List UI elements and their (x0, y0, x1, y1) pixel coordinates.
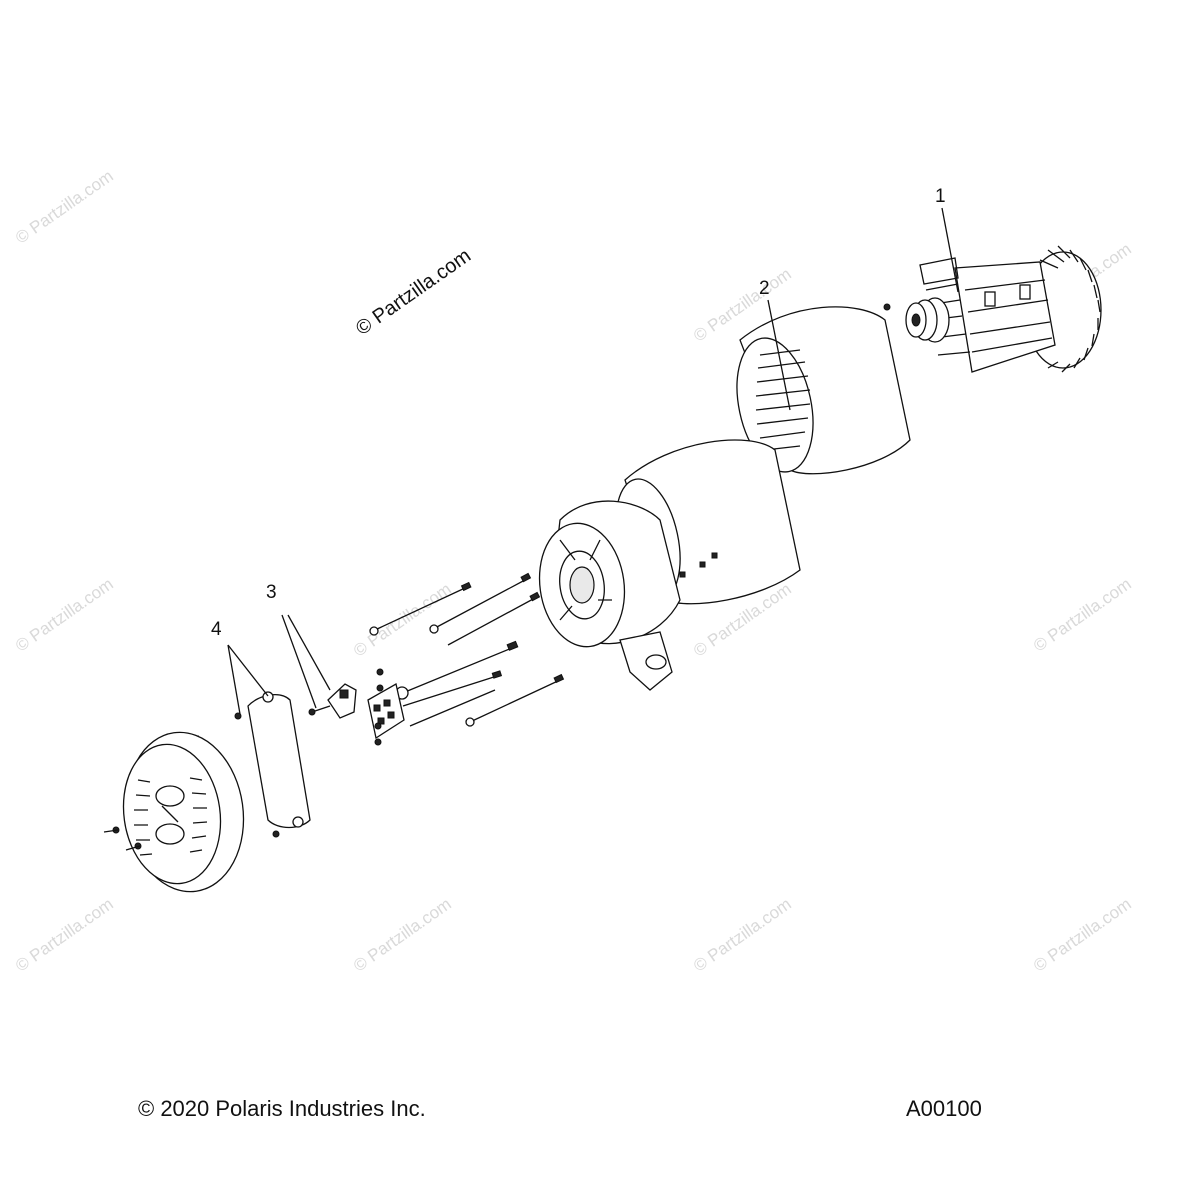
brush-holder-assembly (281, 614, 405, 746)
callout-3: 3 (266, 582, 277, 603)
brush-cover (247, 693, 311, 829)
end-bracket (538, 500, 681, 691)
callout-leader-1 (941, 207, 959, 293)
rotor-assembly (883, 207, 1102, 373)
callout-leader-3b (281, 614, 317, 709)
callout-1: 1 (935, 186, 946, 207)
callout-leader-2 (767, 299, 791, 411)
end-cover-assembly (103, 644, 311, 893)
rotor-bearing (905, 297, 950, 343)
diagram-code: A00100 (906, 1096, 982, 1121)
washer (883, 303, 891, 311)
callout-leader-4a (227, 644, 241, 715)
through-bolts (369, 572, 565, 727)
callout-leader-3a (287, 614, 331, 691)
callout-2: 2 (759, 278, 770, 299)
callout-4: 4 (211, 619, 222, 640)
copyright-text: © 2020 Polaris Industries Inc. (138, 1096, 426, 1121)
callout-leader-4b (227, 644, 269, 697)
